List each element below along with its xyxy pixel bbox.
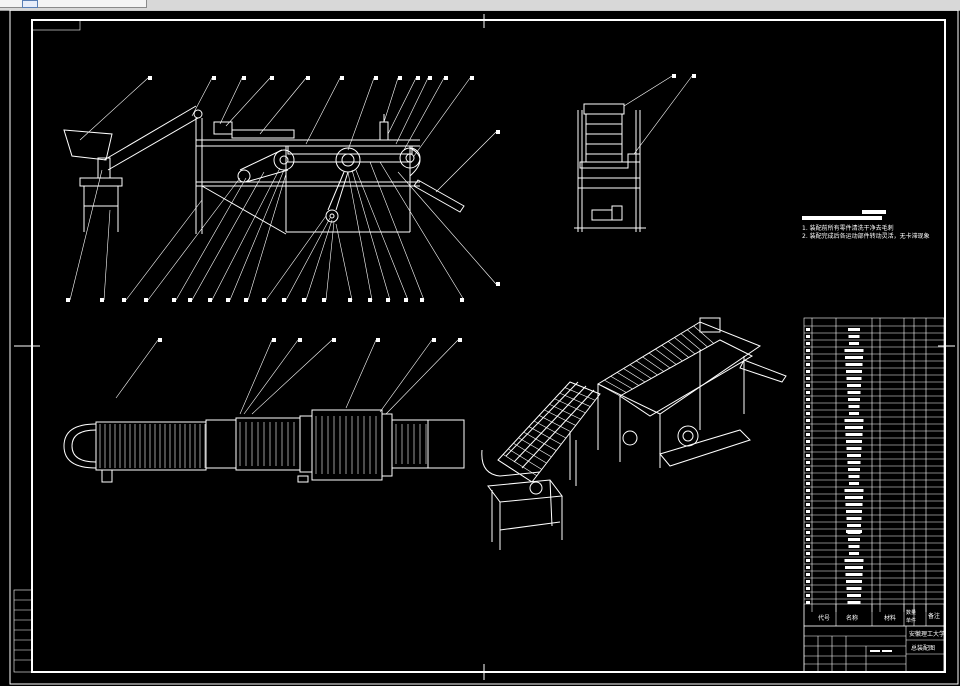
cad-drawing-sheet: 1. 装配前所有零件清洗干净去毛刺 2. 装配完成后各运动部件转动灵活，无卡滞现…: [9, 10, 959, 685]
plan-view: [63, 338, 465, 483]
bom-header-unit: 单件: [906, 617, 916, 624]
return-curve: [63, 423, 97, 469]
bom-header-remark: 备注: [928, 612, 940, 620]
leader-lines-bottom: [66, 161, 500, 301]
technical-notes: 1. 装配前所有零件清洗干净去毛刺 2. 装配完成后各运动部件转动灵活，无卡滞现…: [802, 210, 930, 240]
note-line-1: 1. 装配前所有零件清洗干净去毛刺: [802, 224, 894, 232]
top-left-cell: [31, 19, 81, 31]
top-hopper: [213, 121, 233, 135]
conveyor-slats: [99, 424, 206, 468]
front-view: [63, 76, 500, 302]
outer-frame: [9, 10, 959, 685]
bom-table: [803, 317, 945, 673]
chain-conveyor: [287, 145, 421, 177]
centering-marks: [14, 14, 955, 680]
note-line-2: 2. 装配完成后各运动部件转动灵活，无卡滞现象: [802, 232, 930, 240]
bom-header-quantity: 数量: [906, 609, 916, 616]
vibration-motor: [379, 121, 389, 141]
left-title-strip: [13, 589, 33, 673]
drawing-tab[interactable]: [0, 0, 147, 8]
discharge-chute: [413, 179, 465, 213]
hopper-stand: [79, 157, 123, 232]
bom-header-code: 代号: [818, 614, 830, 622]
bom-header: 代号 名称 材料 数量 单件 备注: [803, 603, 945, 627]
cutter-slats: [239, 416, 427, 474]
feed-hopper: [63, 129, 113, 161]
isometric-view: [481, 317, 787, 550]
main-frame: [195, 118, 420, 235]
isometric-slats: [497, 325, 714, 483]
drawing-title: 总装配图: [911, 644, 935, 652]
school-name: 安徽理工大学: [909, 630, 945, 638]
balloon-markers: [66, 76, 500, 302]
bom-header-name: 名称: [846, 614, 858, 622]
top-guard: [231, 129, 295, 139]
title-block: 安徽理工大学 总装配图: [803, 625, 945, 673]
inclined-conveyor: [103, 105, 203, 171]
bom-header-material: 材料: [884, 614, 896, 622]
side-view: [574, 74, 696, 232]
document-icon: [22, 0, 38, 8]
leader-lines-top: [79, 77, 500, 193]
